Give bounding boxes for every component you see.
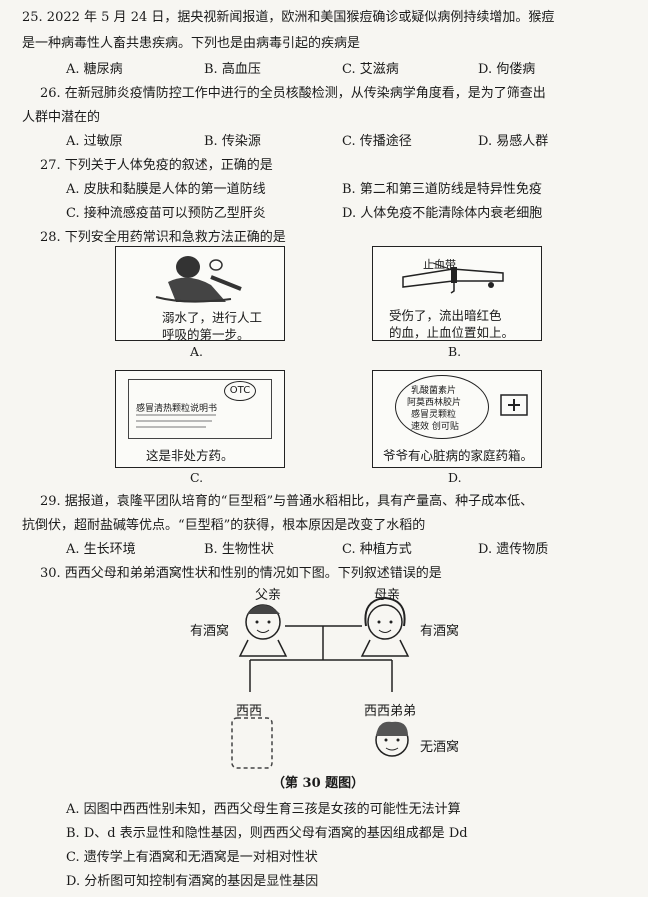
- q28-c-small1: 感冒清热颗粒说明书: [136, 404, 218, 414]
- otc-badge: OTC: [224, 381, 256, 401]
- q28-a-text1: 溺水了，进行人工: [162, 310, 263, 325]
- q25-stem-line1: 25. 2022 年 5 月 24 日，据央视新闻报道，欧洲和美国猴痘确诊或疑似…: [22, 10, 555, 25]
- q28-d-text1: 爷爷有心脏病的家庭药箱。: [383, 448, 534, 463]
- speech-bubble: [395, 375, 489, 439]
- q28-d-bubble-1: 乳酸菌素片: [411, 386, 457, 396]
- q29-stem-line1: 29. 据报道，袁隆平团队培育的“巨型稻”与普通水稻相比，具有产量高、种子成本低…: [40, 494, 534, 509]
- q28-b-text2: 的血，止血位置如上。: [389, 325, 515, 340]
- brother-trait: 无酒窝: [420, 740, 460, 755]
- q30-option-b[interactable]: B. D、d 表示显性和隐性基因，则西西父母有酒窝的基因组成都是 Dd: [66, 826, 468, 841]
- q29-stem-line2: 抗倒伏，超耐盐碱等优点。“巨型稻”的获得，根本原因是改变了水稻的: [22, 518, 426, 533]
- mother-face-icon: [360, 596, 410, 657]
- q26-option-d[interactable]: D. 易感人群: [478, 134, 549, 149]
- xixi-unknown-box: [231, 717, 273, 769]
- xixi-label: 西西: [236, 704, 263, 719]
- q25-option-a[interactable]: A. 糖尿病: [66, 62, 123, 77]
- q28-d-bubble-2: 阿莫西林胶片: [407, 398, 462, 408]
- rescue-breathing-illustration: [155, 256, 242, 303]
- q27-option-c[interactable]: C. 接种流感疫苗可以预防乙型肝炎: [66, 206, 266, 221]
- father-label: 父亲: [255, 588, 282, 603]
- q25-option-b[interactable]: B. 高血压: [204, 62, 261, 77]
- q28-b-tag: 止血带: [423, 258, 456, 271]
- q29-option-d[interactable]: D. 遗传物质: [478, 542, 549, 557]
- medicine-box-panel: [128, 379, 272, 439]
- q25-option-d[interactable]: D. 佝偻病: [478, 62, 536, 77]
- q28-box-b[interactable]: 止血带 受伤了，流出暗红色 的血，止血位置如上。: [372, 246, 542, 341]
- q28-box-c[interactable]: OTC 感冒清热颗粒说明书 这是非处方药。: [115, 370, 285, 468]
- q30-option-a[interactable]: A. 因图中西西性别未知，西西父母生育三孩是女孩的可能性无法计算: [66, 802, 461, 817]
- mother-trait: 有酒窝: [420, 624, 460, 639]
- q26-option-b[interactable]: B. 传染源: [204, 134, 261, 149]
- brother-label: 西西弟弟: [364, 704, 417, 719]
- q26-option-c[interactable]: C. 传播途径: [342, 134, 412, 149]
- q28-b-label: B.: [448, 344, 462, 359]
- father-face-icon: [238, 604, 288, 657]
- q26-stem-line2: 人群中潜在的: [22, 110, 101, 125]
- brother-face-icon: [375, 721, 409, 757]
- q27-option-b[interactable]: B. 第二和第三道防线是特异性免疫: [342, 182, 542, 197]
- q28-d-bubble-3: 感冒灵颗粒: [411, 410, 457, 420]
- q28-d-label: D.: [448, 470, 462, 485]
- figure-caption: （第 30 题图）: [272, 776, 365, 791]
- q27-option-a[interactable]: A. 皮肤和黏膜是人体的第一道防线: [66, 182, 266, 197]
- q28-stem: 28. 下列安全用药常识和急救方法正确的是: [40, 230, 286, 245]
- q28-box-a[interactable]: 溺水了，进行人工 呼吸的第一步。: [115, 246, 285, 342]
- q29-option-b[interactable]: B. 生物性状: [204, 542, 274, 557]
- q30-stem: 30. 西西父母和弟弟酒窝性状和性别的情况如下图。下列叙述错误的是: [40, 566, 442, 581]
- q28-c-label: C.: [190, 470, 204, 485]
- q25-option-c[interactable]: C. 艾滋病: [342, 62, 399, 77]
- tourniquet-arm-illustration: [402, 262, 504, 294]
- q28-a-text2: 呼吸的第一步。: [162, 327, 250, 342]
- q28-box-d[interactable]: 乳酸菌素片 阿莫西林胶片 感冒灵颗粒 速效 创可贴 爷爷有心脏病的家庭药箱。: [372, 370, 542, 468]
- q27-option-d[interactable]: D. 人体免疫不能清除体内衰老细胞: [342, 206, 543, 221]
- q29-option-c[interactable]: C. 种植方式: [342, 542, 412, 557]
- q27-stem: 27. 下列关于人体免疫的叙述，正确的是: [40, 158, 273, 173]
- q28-a-label: A.: [190, 344, 204, 359]
- leaflet-lines: [136, 414, 216, 428]
- q28-b-text1: 受伤了，流出暗红色: [389, 308, 502, 323]
- pedigree-diagram: [231, 596, 410, 769]
- q30-option-c[interactable]: C. 遗传学上有酒窝和无酒窝是一对相对性状: [66, 850, 318, 865]
- medicine-kit-icon: [500, 394, 528, 416]
- q28-d-bubble-4: 速效 创可贴: [411, 422, 459, 432]
- q30-option-d[interactable]: D. 分析图可知控制有酒窝的基因是显性基因: [66, 874, 319, 889]
- q25-stem-line2: 是一种病毒性人畜共患疾病。下列也是由病毒引起的疾病是: [22, 36, 361, 51]
- q28-c-text1: 这是非处方药。: [146, 448, 234, 463]
- q26-stem-line1: 26. 在新冠肺炎疫情防控工作中进行的全员核酸检测，从传染病学角度看，是为了筛查…: [40, 86, 546, 101]
- q26-option-a[interactable]: A. 过敏原: [66, 134, 123, 149]
- father-trait: 有酒窝: [190, 624, 230, 639]
- q29-option-a[interactable]: A. 生长环境: [66, 542, 136, 557]
